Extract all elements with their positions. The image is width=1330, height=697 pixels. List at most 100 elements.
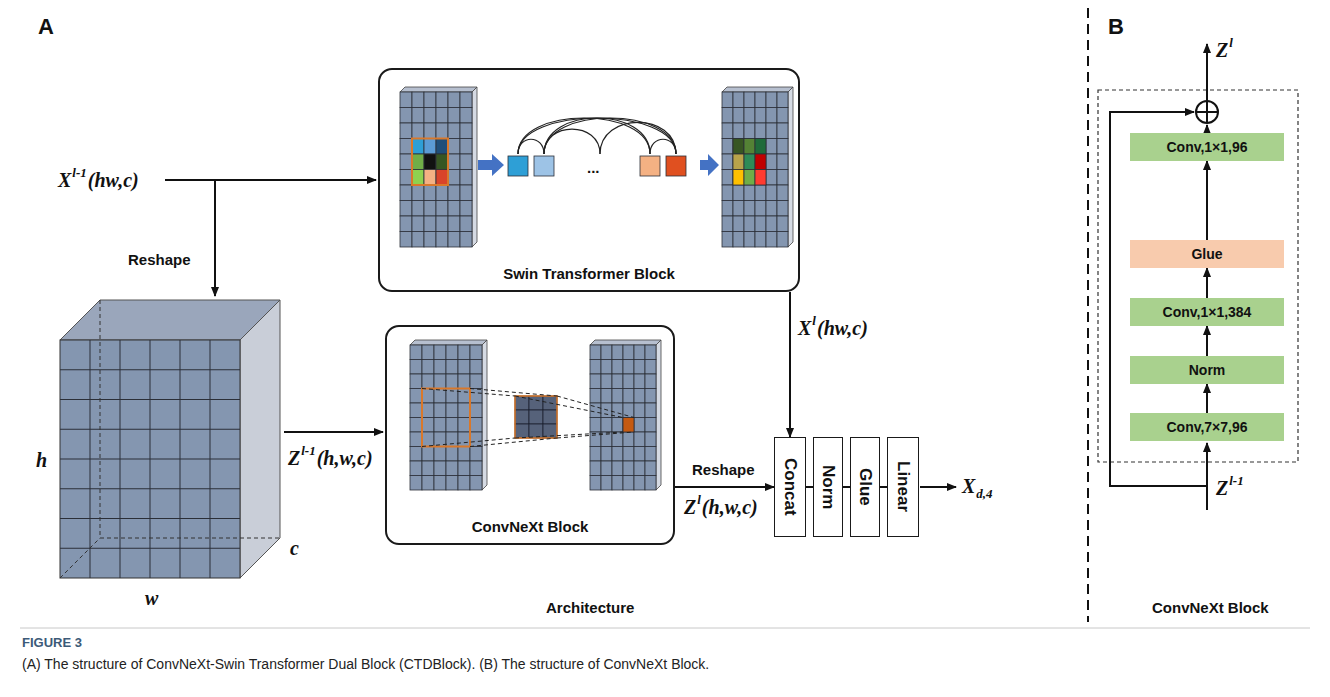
grid-cell [434,374,446,389]
kernel-window [422,389,470,447]
grid-cell [744,216,755,232]
grid-cell [424,92,436,108]
connector [1206,326,1208,356]
grid-cell [436,108,448,124]
grid-cell [460,123,472,139]
projection-line [470,389,557,397]
grid-depth [400,87,477,92]
grid-cell [458,403,470,418]
connector [1206,161,1208,240]
grid-depth [656,340,661,490]
grid-cell [722,170,733,186]
grid-cell [733,139,744,155]
node-label: Glue [855,468,875,506]
operation-label: Reshape [692,462,755,477]
grid-cell [460,201,472,217]
grid-cell [400,216,412,232]
grid-cell [60,548,240,549]
grid-cell [410,389,422,404]
ellipsis: ... [587,160,600,175]
grid-cell [434,476,446,491]
grid-cell [744,92,755,108]
panel-divider [1087,8,1089,622]
projection-line [422,438,515,447]
grid-cell [400,123,412,139]
grid-cell [446,403,458,418]
grid-cell [733,139,744,155]
grid-cell [460,232,472,248]
grid-cell [410,461,422,476]
math-argument: (h,w,c) [317,448,373,468]
grid-cell [645,447,656,462]
math-symbol: X [798,318,811,338]
cube-hidden-edge [100,538,280,539]
grid-cell [412,185,424,201]
grid-cell [412,154,424,170]
grid-cell [601,360,612,375]
grid-cell [434,447,446,462]
grid-cell [400,201,412,217]
grid-cell [458,418,470,433]
grid-cell [424,139,436,155]
grid-cell [590,447,601,462]
grid-cell [446,432,458,447]
grid-cell [436,170,448,186]
grid-cell [722,154,733,170]
grid-cell [424,123,436,139]
grid-cell [744,232,755,248]
grid-cell [777,185,788,201]
grid-cell [470,447,482,462]
grid-cell [744,154,755,170]
grid-cell [436,154,448,170]
grid-cell [436,123,448,139]
grid-cell [422,345,434,360]
grid-cell [436,139,448,155]
token-square [534,156,554,176]
projection-line [422,389,515,397]
grid-cell [448,232,460,248]
grid-cell [412,92,424,108]
grid-cell [436,92,448,108]
input-arrow [1206,443,1208,510]
grid-cell [458,476,470,491]
grid-cell [612,345,623,360]
grid-cell [60,488,240,489]
grid-cell [612,389,623,404]
grid-cell [400,139,412,155]
math-superscript: l [697,493,701,506]
connector [843,486,850,488]
grid-cell [601,461,612,476]
grid-cell [777,201,788,217]
grid-cell [460,154,472,170]
grid-cell [436,232,448,248]
grid-cell [60,518,240,519]
kernel-cell [515,424,529,438]
grid-cell [590,432,601,447]
grid-cell [458,432,470,447]
grid-cell [634,389,645,404]
grid-cell [424,185,436,201]
panel-title: ConvNeXt Block [1152,600,1269,615]
grid-cell [634,461,645,476]
grid-depth [472,87,477,247]
grid-cell [422,360,434,375]
grid-cell [645,360,656,375]
math-symbol: Z [1216,40,1228,60]
layer-box: Norm [813,437,843,537]
grid-cell [422,418,434,433]
grid-cell [448,139,460,155]
grid-cell [458,461,470,476]
grid-cell [448,201,460,217]
node-label: Conv,7×7,96 [1166,419,1247,435]
grid-cell [422,403,434,418]
grid-cell [755,123,766,139]
grid-cell [460,139,472,155]
grid-cell [422,374,434,389]
grid-cell [400,232,412,248]
grid-cell [410,418,422,433]
grid-cell [744,185,755,201]
grid-cell [424,108,436,124]
kernel-frame [515,396,557,438]
